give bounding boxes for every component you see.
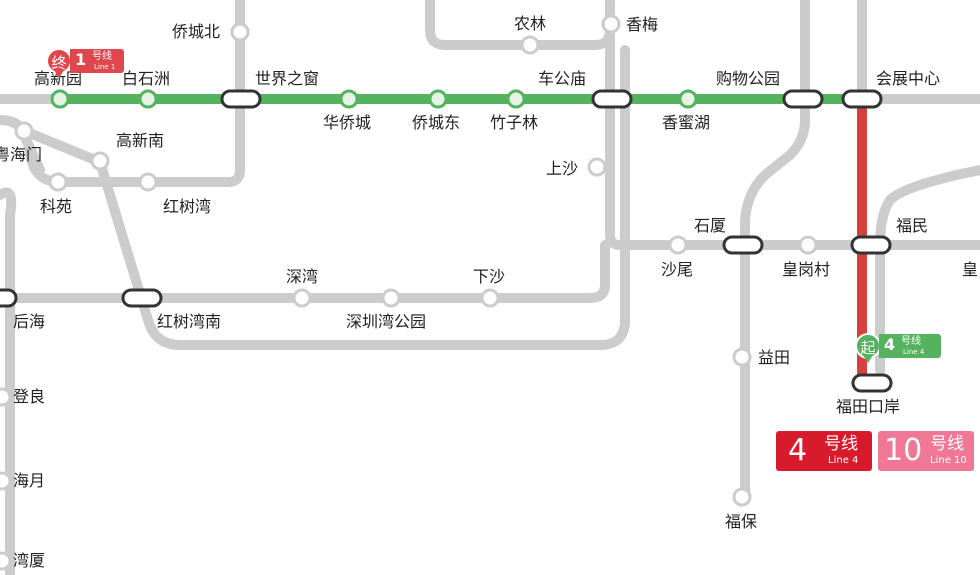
label-futiankouan[interactable]: 福田口岸 [836,397,901,416]
station-dot-gaoxinyuan [50,89,70,109]
station-dot-keyuan [48,172,68,192]
station-dot-shenzhenwan-gongyuan [381,288,401,308]
interchange-fumin [850,235,892,255]
label-shenwan[interactable]: 深湾 [286,267,319,286]
label-shijiezhichuang[interactable]: 世界之窗 [255,69,320,88]
interchange-hongshuwannan [121,288,163,308]
grey-line-xiangmei [605,25,980,250]
line4-badge-en: Line 4 [828,455,859,466]
line10-badge-haoxian: 号线 [930,434,964,454]
station-dot-xiangmihu [678,89,698,109]
label-huaqiaocheng[interactable]: 华侨城 [323,113,372,132]
label-xiangmihu[interactable]: 香蜜湖 [662,113,711,132]
station-dot-shawei [668,235,688,255]
label-wanxia[interactable]: 湾厦 [13,551,46,570]
interchange-chegongmiao [591,89,633,109]
line10-badge-en: Line 10 [930,455,967,466]
station-dot-qiaochengdong [428,89,448,109]
origin-pin-tail [863,355,873,363]
station-dot-hongshuwan [138,172,158,192]
grey-line-horizontal-mid [0,240,610,303]
label-dengliang[interactable]: 登良 [13,387,46,406]
station-dot-haiyue [0,471,12,491]
line4-badge-haoxian: 号线 [824,434,858,454]
station-dot-huaqiaocheng [339,89,359,109]
label-shixia[interactable]: 石厦 [694,216,727,235]
station-dot-wanxia [0,551,12,571]
label-gouwugongyuan[interactable]: 购物公园 [716,69,781,88]
station-dot-shenwan [292,288,312,308]
origin-line-en: Line 4 [903,348,925,356]
label-yitian[interactable]: 益田 [758,348,791,367]
label-xiasha[interactable]: 下沙 [473,267,506,286]
label-fumin[interactable]: 福民 [896,216,929,235]
station-dot-xiasha [480,288,500,308]
station-dot-yuehaimen [14,121,34,141]
grey-line-right-curve [740,0,810,505]
interchange-gouwugongyuan [782,89,824,109]
line10-badge-num: 10 [884,433,923,468]
grey-line-left-vertical [0,187,17,575]
station-dot-nonglin [520,35,540,55]
label-fubao[interactable]: 福保 [725,512,758,531]
origin-line-box: 4 号线 Line 4 [879,334,941,358]
label-yuehaimen[interactable]: 粤海门 [0,145,43,164]
station-dot-fubao [732,487,752,507]
grey-line-fumin-curve [875,165,980,375]
station-dot-yitian [732,347,752,367]
line4-badge-num: 4 [788,433,808,468]
label-huizhanzhongxin[interactable]: 会展中心 [876,69,941,88]
label-qiaochengbei[interactable]: 侨城北 [172,22,221,41]
label-qiaochengdong[interactable]: 侨城东 [412,113,461,132]
label-hongshuwannan[interactable]: 红树湾南 [157,312,222,331]
terminus-haoxian: 号线 [92,51,112,62]
origin-haoxian: 号线 [901,336,921,347]
origin-line-num: 4 [884,335,896,354]
line4-badge[interactable]: 4 号线 Line 4 [776,431,872,471]
interchange-houhai [0,288,18,308]
label-shenzhenwangongyuan[interactable]: 深圳湾公园 [346,312,427,331]
station-dot-gaoxinnan [90,151,110,171]
label-keyuan[interactable]: 科苑 [40,197,73,216]
label-hongshuwan[interactable]: 红树湾 [163,197,212,216]
interchange-futiankouan [851,373,893,393]
label-huanggangcun[interactable]: 皇岗村 [782,260,831,279]
grey-line-gaoxinnan-diagonal [17,45,630,350]
label-shawei[interactable]: 沙尾 [661,260,694,279]
label-gaoxinyuan[interactable]: 高新园 [34,69,83,88]
terminus-line-num: 1 [75,50,87,69]
interchange-shijiezhichuang [220,89,262,109]
label-chegongmiao[interactable]: 车公庙 [538,69,587,88]
station-dot-huanggangcun [798,235,818,255]
line10-badge[interactable]: 10 号线 Line 10 [878,431,974,471]
station-dot-baishizhou [138,89,158,109]
terminus-line-box: 1 号线 Line 1 [70,49,124,73]
label-xiangmei[interactable]: 香梅 [626,15,659,34]
station-dot-shangsha [587,157,607,177]
label-huang-edge[interactable]: 皇 [962,260,979,279]
label-nonglin[interactable]: 农林 [514,14,547,33]
station-dot-qiaochengbei [230,22,250,42]
label-zhuzilin[interactable]: 竹子林 [490,113,539,132]
label-shangsha[interactable]: 上沙 [546,159,579,178]
label-gaoxinnan[interactable]: 高新南 [116,131,165,150]
terminus-line-en: Line 1 [94,63,116,71]
station-dot-dengliang [0,387,12,407]
terminus-pin-tail [54,70,64,78]
label-houhai[interactable]: 后海 [13,312,46,331]
station-dot-xiangmei [601,14,621,34]
interchange-huizhanzhongxin [841,89,883,109]
label-baishizhou[interactable]: 白石洲 [122,69,171,88]
station-dot-zhuzilin [506,89,526,109]
label-haiyue[interactable]: 海月 [13,471,46,490]
interchange-shixia [722,235,764,255]
